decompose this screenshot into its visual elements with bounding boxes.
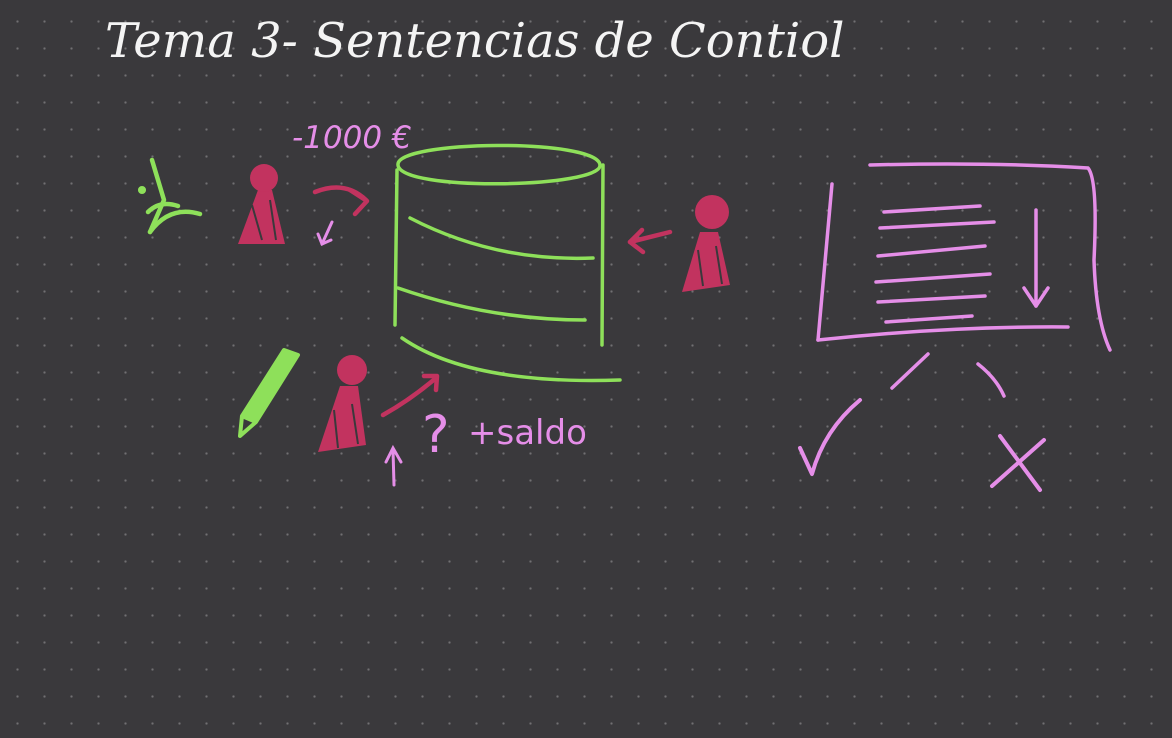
arrow-from-right bbox=[627, 227, 673, 255]
pencil-icon bbox=[238, 348, 300, 438]
database-icon bbox=[393, 143, 622, 383]
arrow-up-small bbox=[384, 444, 403, 487]
question-mark: ? bbox=[422, 405, 450, 465]
arrow-to-database bbox=[312, 185, 370, 217]
person-icon bbox=[238, 164, 285, 244]
person-icon bbox=[318, 355, 367, 452]
glasses-icon bbox=[137, 157, 203, 235]
arrow-to-database bbox=[380, 373, 440, 418]
person-icon bbox=[682, 195, 730, 292]
page-title: Tema 3- Sentencias de Contiol bbox=[105, 13, 844, 69]
saldo-label: +saldo bbox=[468, 413, 587, 453]
document-icon bbox=[816, 162, 1112, 352]
check-icon bbox=[798, 398, 862, 476]
branch-lines bbox=[890, 352, 1006, 398]
arrow-down-small bbox=[316, 220, 334, 247]
amount-label: -1000 € bbox=[292, 120, 412, 156]
cross-icon bbox=[990, 434, 1046, 492]
